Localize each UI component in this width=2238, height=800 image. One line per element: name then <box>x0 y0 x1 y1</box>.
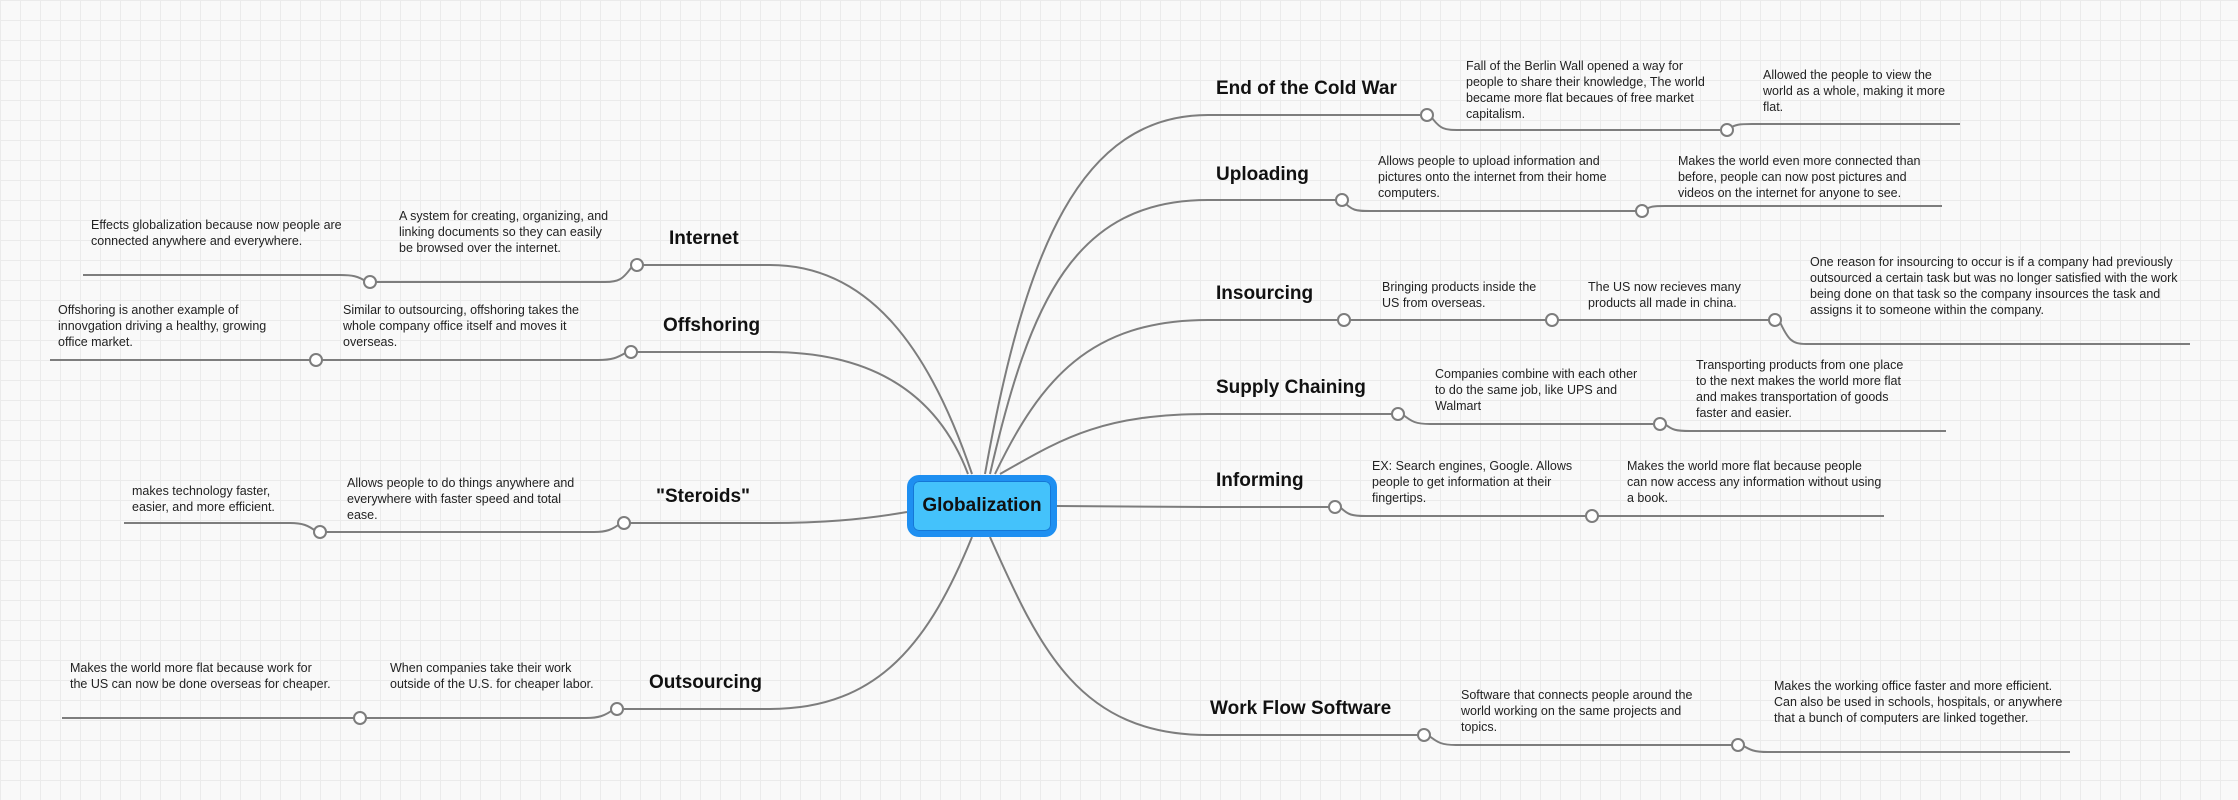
sub-link-steroids-2 <box>124 522 318 533</box>
collapse-handle[interactable] <box>1417 728 1431 742</box>
collapse-handle[interactable] <box>1635 204 1649 218</box>
note-offshoring-similar[interactable]: Similar to outsourcing, offshoring takes… <box>343 303 580 349</box>
note-supply-chaining-transport[interactable]: Transporting products from one place to … <box>1696 358 1904 420</box>
topic-uploading[interactable]: Uploading <box>1216 164 1309 185</box>
sub-link-uploading-2 <box>1642 205 1942 212</box>
note-insourcing-reason[interactable]: One reason for insourcing to occur is if… <box>1810 255 2178 317</box>
collapse-handle[interactable] <box>630 258 644 272</box>
note-informing-access[interactable]: Makes the world more flat because people… <box>1627 459 1882 505</box>
link-supply-chaining <box>999 413 1397 475</box>
sub-link-offshoring-1 <box>320 351 628 361</box>
note-steroids-faster[interactable]: makes technology faster, easier, and mor… <box>132 484 275 514</box>
sub-link-cold-war-1 <box>1429 114 1720 131</box>
note-outsourcing-flat[interactable]: Makes the world more flat because work f… <box>70 661 331 691</box>
sub-link-insourcing-3 <box>1778 319 2190 345</box>
collapse-handle[interactable] <box>624 345 638 359</box>
link-offshoring <box>631 351 969 475</box>
topic-internet[interactable]: Internet <box>669 228 739 249</box>
note-cold-war-world-view[interactable]: Allowed the people to view the world as … <box>1763 68 1946 114</box>
collapse-handle[interactable] <box>1337 313 1351 327</box>
collapse-handle[interactable] <box>1545 313 1559 327</box>
sub-link-supply-2 <box>1664 423 1946 432</box>
sub-link-steroids-1 <box>324 522 622 533</box>
note-internet-system[interactable]: A system for creating, organizing, and l… <box>399 209 609 255</box>
collapse-handle[interactable] <box>313 525 327 539</box>
link-work-flow-software <box>989 536 1423 736</box>
link-internet <box>638 264 973 475</box>
sub-link-internet-1 <box>375 264 634 283</box>
note-insourcing-bringing-products[interactable]: Bringing products inside the US from ove… <box>1382 280 1537 310</box>
link-end-of-cold-war <box>984 114 1420 475</box>
topic-steroids[interactable]: "Steroids" <box>656 486 751 507</box>
note-internet-connected[interactable]: Effects globalization because now people… <box>91 218 342 248</box>
collapse-handle[interactable] <box>1585 509 1599 523</box>
link-uploading <box>989 199 1338 475</box>
sub-link-outsourcing-1 <box>364 708 615 719</box>
topic-informing[interactable]: Informing <box>1216 470 1304 491</box>
note-supply-chaining-combine[interactable]: Companies combine with each other to do … <box>1435 367 1638 413</box>
link-informing <box>1056 505 1334 508</box>
topic-insourcing[interactable]: Insourcing <box>1216 283 1314 304</box>
link-outsourcing <box>617 536 973 710</box>
collapse-handle[interactable] <box>617 516 631 530</box>
collapse-handle[interactable] <box>1391 407 1405 421</box>
note-steroids-anywhere[interactable]: Allows people to do things anywhere and … <box>347 476 575 522</box>
sub-link-informing-1 <box>1339 506 1588 517</box>
sub-link-uploading-1 <box>1341 199 1636 212</box>
sub-link-workflow-2 <box>1741 744 2070 753</box>
link-insourcing <box>994 319 1343 475</box>
topic-outsourcing[interactable]: Outsourcing <box>649 672 762 693</box>
collapse-handle[interactable] <box>1335 193 1349 207</box>
collapse-handle[interactable] <box>1731 738 1745 752</box>
link-steroids <box>624 511 908 524</box>
collapse-handle[interactable] <box>1720 123 1734 137</box>
note-cold-war-berlin-wall[interactable]: Fall of the Berlin Wall opened a way for… <box>1466 59 1705 121</box>
note-uploading-more-connected[interactable]: Makes the world even more connected than… <box>1678 154 1921 200</box>
sub-link-cold-war-2 <box>1726 123 1960 131</box>
note-uploading-upload-info[interactable]: Allows people to upload information and … <box>1378 154 1607 200</box>
collapse-handle[interactable] <box>353 711 367 725</box>
collapse-handle[interactable] <box>363 275 377 289</box>
collapse-handle[interactable] <box>1420 108 1434 122</box>
collapse-handle[interactable] <box>1653 417 1667 431</box>
collapse-handle[interactable] <box>1768 313 1782 327</box>
topic-work-flow-software[interactable]: Work Flow Software <box>1210 698 1392 719</box>
topic-supply-chaining[interactable]: Supply Chaining <box>1216 377 1366 398</box>
collapse-handle[interactable] <box>1328 500 1342 514</box>
sub-link-workflow-1 <box>1427 734 1733 746</box>
sub-link-internet-2 <box>83 274 368 283</box>
topic-offshoring[interactable]: Offshoring <box>663 315 761 336</box>
collapse-handle[interactable] <box>309 353 323 367</box>
note-workflow-office[interactable]: Makes the working office faster and more… <box>1774 679 2063 725</box>
topic-end-of-the-cold-war[interactable]: End of the Cold War <box>1216 78 1397 99</box>
collapse-handle[interactable] <box>610 702 624 716</box>
note-offshoring-innovation[interactable]: Offshoring is another example of innovga… <box>58 303 267 349</box>
central-topic[interactable]: Globalization <box>907 475 1057 537</box>
note-workflow-connects[interactable]: Software that connects people around the… <box>1461 688 1693 734</box>
note-informing-search-engines[interactable]: EX: Search engines, Google. Allows peopl… <box>1372 459 1573 505</box>
note-insourcing-china[interactable]: The US now recieves many products all ma… <box>1588 280 1741 310</box>
sub-link-supply-1 <box>1401 413 1653 425</box>
note-outsourcing-cheaper-labor[interactable]: When companies take their work outside o… <box>390 661 594 691</box>
